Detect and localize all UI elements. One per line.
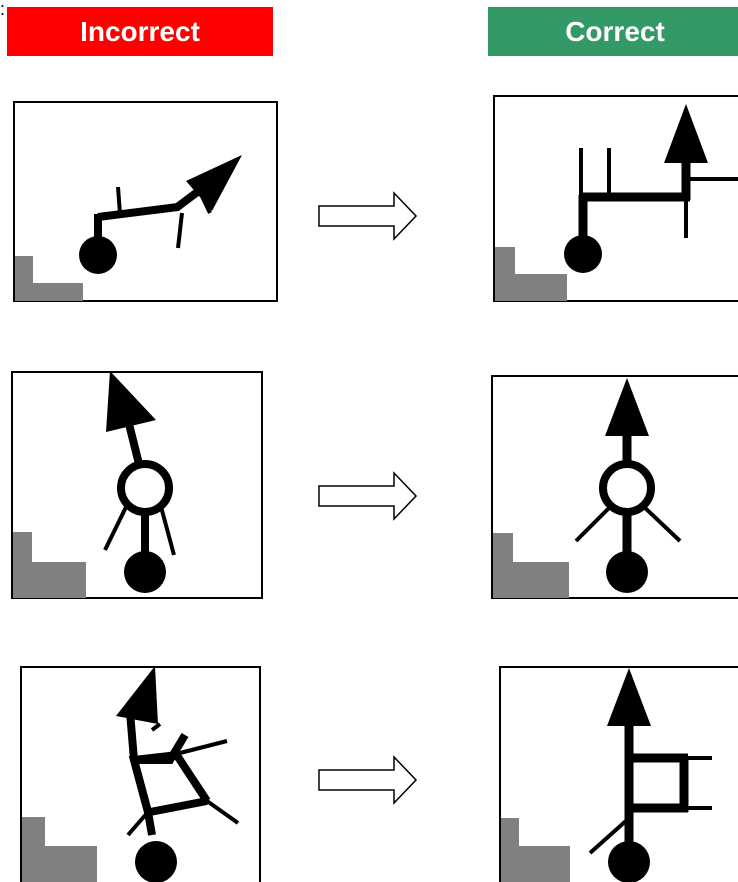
step-block bbox=[13, 532, 86, 598]
base-dot bbox=[124, 551, 166, 593]
base-dot bbox=[608, 841, 650, 882]
leg-line bbox=[158, 502, 176, 556]
leading-colon: : bbox=[0, 0, 6, 19]
tick-line bbox=[175, 739, 228, 756]
tick-line bbox=[150, 722, 162, 732]
ring-circle bbox=[117, 460, 173, 516]
step-block bbox=[501, 818, 570, 882]
arrowhead bbox=[605, 378, 649, 436]
shaft-line bbox=[124, 419, 144, 469]
figure-vertical bbox=[574, 425, 682, 570]
incorrect-header: Incorrect bbox=[7, 7, 273, 56]
tick-line bbox=[116, 186, 122, 215]
box-edge bbox=[133, 751, 179, 764]
base-dot bbox=[135, 841, 177, 882]
box-edge bbox=[130, 758, 152, 814]
tick-line bbox=[176, 212, 184, 249]
box-edge bbox=[149, 797, 208, 816]
step-block bbox=[22, 817, 97, 882]
arrowhead bbox=[664, 104, 708, 163]
figure-orthogonal bbox=[578, 148, 738, 248]
step-block bbox=[15, 256, 83, 301]
right-arrow-3 bbox=[318, 755, 418, 805]
leg-line bbox=[103, 502, 130, 551]
base-dot bbox=[79, 236, 117, 274]
shaft-line bbox=[126, 711, 138, 761]
step-block bbox=[495, 247, 567, 301]
correct-header: Correct bbox=[488, 7, 738, 56]
bar-line bbox=[97, 203, 179, 221]
correct-panel-1 bbox=[493, 95, 738, 302]
tick-line bbox=[126, 810, 150, 837]
panel-frame bbox=[13, 101, 278, 302]
correct-panel-2 bbox=[491, 375, 738, 599]
tick-line bbox=[205, 799, 240, 825]
figure-skewed bbox=[126, 711, 240, 837]
step-block bbox=[493, 533, 569, 598]
incorrect-panel-2 bbox=[11, 371, 263, 599]
leg-line bbox=[588, 818, 629, 855]
arrowhead bbox=[106, 371, 156, 432]
arrowhead bbox=[116, 666, 158, 724]
right-arrow-1 bbox=[318, 191, 418, 241]
base-dot bbox=[564, 235, 602, 273]
arrowhead bbox=[607, 668, 651, 726]
leg-line bbox=[574, 503, 614, 543]
leg-line bbox=[640, 503, 682, 543]
base-dot bbox=[606, 551, 648, 593]
right-arrow-2 bbox=[318, 471, 418, 521]
correct-panel-3 bbox=[499, 666, 738, 882]
incorrect-panel-3 bbox=[20, 666, 261, 882]
box-edge bbox=[172, 751, 211, 804]
arrowhead bbox=[186, 155, 242, 211]
incorrect-panel-1 bbox=[13, 101, 278, 302]
ring-circle bbox=[599, 460, 655, 516]
